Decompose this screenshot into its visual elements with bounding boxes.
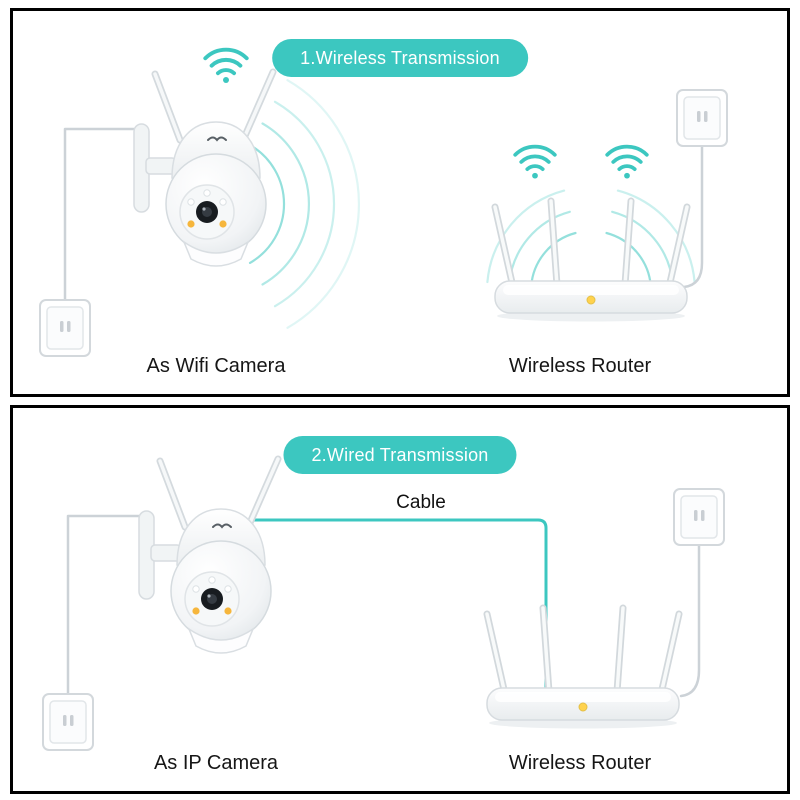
panel-title-pill: 1.Wireless Transmission <box>272 39 528 77</box>
power-outlet-icon <box>673 488 725 546</box>
panel-title-pill: 2.Wired Transmission <box>283 436 517 474</box>
cable-caption: Cable <box>396 492 446 513</box>
panel-title: 1.Wireless Transmission <box>300 48 500 68</box>
ethernet-cable <box>241 518 548 694</box>
wireless-transmission-panel: 1.Wireless Transmission <box>10 8 790 397</box>
wireless-router-icon <box>487 608 679 729</box>
router-power-cable <box>682 145 704 289</box>
power-outlet-icon <box>42 693 94 751</box>
wifi-signal-icon <box>203 47 249 85</box>
router-caption: Wireless Router <box>508 355 652 377</box>
router-power-cable <box>679 544 701 698</box>
camera-caption: As IP Camera <box>153 752 279 774</box>
wireless-scene <box>39 47 728 357</box>
wireless-router-icon <box>495 201 687 322</box>
router-signal-waves-icon <box>486 189 696 287</box>
wired-transmission-panel: 2.Wired Transmission Cable As IP Camera … <box>10 405 790 794</box>
camera-signal-waves-icon <box>248 79 360 329</box>
ptz-camera-icon <box>139 459 278 653</box>
wifi-signal-icon <box>605 144 649 181</box>
camera-power-cable <box>66 514 147 697</box>
panel-title: 2.Wired Transmission <box>311 445 489 465</box>
router-caption: Wireless Router <box>508 752 652 774</box>
ptz-camera-icon <box>134 72 273 266</box>
power-outlet-icon <box>39 299 91 357</box>
wired-scene <box>42 408 725 751</box>
camera-caption: As Wifi Camera <box>146 355 286 377</box>
power-outlet-icon <box>676 89 728 147</box>
wifi-signal-icon <box>513 144 557 181</box>
camera-power-cable <box>63 127 140 303</box>
